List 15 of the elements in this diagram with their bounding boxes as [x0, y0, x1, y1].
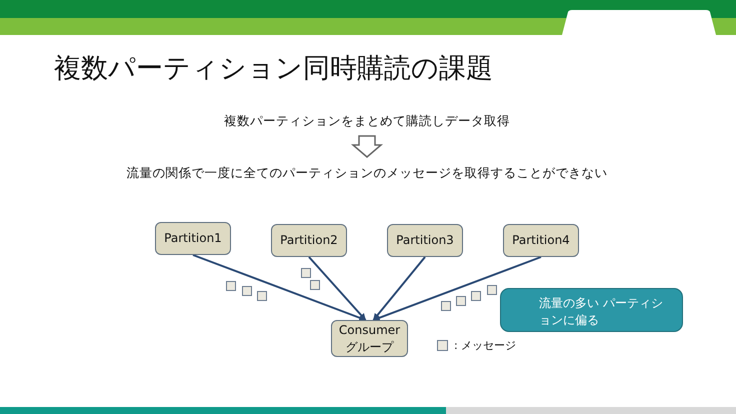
- process-box: Partition2: [271, 224, 347, 257]
- block-arrow: [350, 135, 384, 158]
- legend-text: : メッセージ: [454, 338, 516, 353]
- arrow: [372, 256, 426, 321]
- slide-title: 複数パーティション同時購読の課題: [54, 52, 493, 86]
- process-box: Partition3: [387, 224, 463, 257]
- process-box: Partition4: [503, 224, 579, 257]
- arrow: [308, 256, 366, 321]
- statement-text: 複数パーティションをまとめて購読しデータ取得: [224, 113, 510, 130]
- callout-bubble: 流量の多い パーティションに偏る: [500, 288, 683, 332]
- statement-text: 流量の関係で一度に全てのパーティションのメッセージを取得することができない: [126, 165, 608, 182]
- process-box: Consumer グループ: [331, 320, 408, 357]
- arrow: [192, 254, 366, 322]
- process-box: Partition1: [155, 222, 231, 255]
- arrow: [372, 256, 542, 322]
